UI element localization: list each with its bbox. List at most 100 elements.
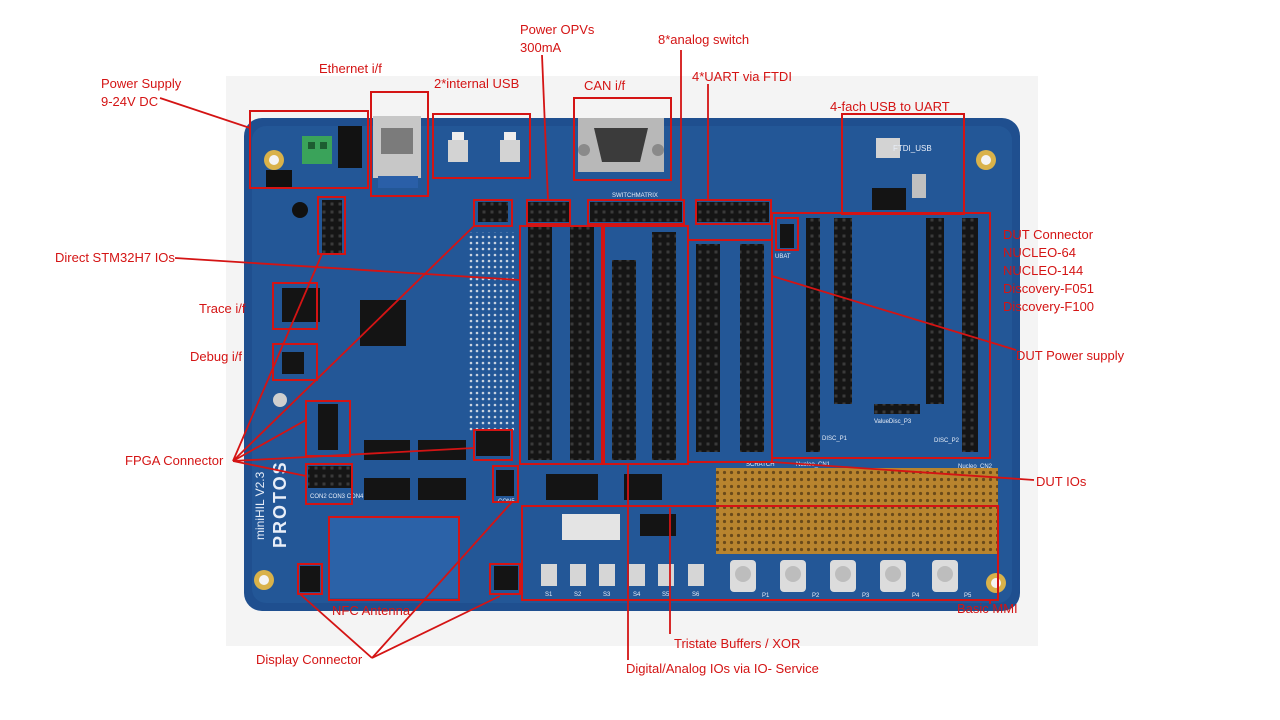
pot-p2-label: P2 [812,593,820,599]
label-ethernet: Ethernet i/f [319,61,382,76]
nucleo-cn2-silk: Nucleo_CN2 [958,464,993,470]
label-uart-ftdi: 4*UART via FTDI [692,69,792,84]
button-s6-label: S6 [692,592,700,598]
label-dut-connector-2: NUCLEO-64 [1003,245,1076,260]
buffer-chip-1 [364,440,410,460]
direct-io-header [322,200,342,254]
label-analog-switch: 8*analog switch [658,32,749,47]
tristate-chip-2 [624,474,662,500]
box-ethernet [370,91,429,197]
label-dut-connector-5: Discovery-F100 [1003,299,1094,314]
dut-header-2 [834,218,852,404]
button-s2 [570,564,586,586]
box-power-supply [249,110,369,189]
header-bank-1 [528,226,552,460]
box-debug [272,343,318,381]
label-power-supply-2: 9-24V DC [101,94,158,109]
label-dut-ios: DUT IOs [1036,474,1087,489]
box-display-1 [297,563,323,595]
brand-logo-text: PROTOS [270,460,290,548]
stm32h7-chip [360,300,406,346]
switchmatrix-header [590,202,682,222]
leader-lines [159,50,1035,660]
prototype-area [716,468,998,554]
annotation-labels: Power Supply 9-24V DC Ethernet i/f 2*int… [55,22,1125,676]
display-connector-2 [494,566,518,590]
ftdi-usb-port [876,138,900,158]
label-power-opvs-1: Power OPVs [520,22,595,37]
tristate-chip-1 [546,474,598,500]
box-opv [526,199,571,225]
box-display-2 [489,563,521,595]
pot-p5-label: P5 [964,593,972,599]
button-s4 [629,564,645,586]
label-power-supply-1: Power Supply [101,76,182,91]
ftdi-usb-silk: FTDI_USB [893,144,932,153]
dut-header-3 [926,218,944,404]
valuedisc-p3-silk: ValueDisc_P3 [874,419,912,425]
header-bank-6 [740,244,764,452]
label-basic-mmi: Basic MMI [957,601,1018,616]
disc-p1-silk: DISC_P1 [822,436,848,442]
disc-p2-silk: DISC_P2 [934,438,960,444]
buffer-chip-3 [364,478,410,500]
label-can: CAN i/f [584,78,626,93]
header-bank-2 [570,226,594,460]
pot-p3-label: P3 [862,593,870,599]
ftdi-chip [872,188,906,210]
label-digital-analog: Digital/Analog IOs via IO- Service [626,661,819,676]
label-power-opvs-2: 300mA [520,40,562,55]
usb-port-2 [500,140,520,162]
ubat-jumper [780,224,794,248]
label-debug: Debug i/f [190,349,242,364]
button-s4-label: S4 [633,592,641,598]
label-dut-connector-4: Discovery-F051 [1003,281,1094,296]
box-dut-connector [771,212,991,459]
display-connector-1 [300,566,320,592]
switchmatrix-silk: SWITCHMATRIX [612,193,658,199]
box-nfc [328,516,460,601]
box-switchmatrix [587,199,685,225]
annotation-boxes [249,91,999,601]
box-can [573,97,672,181]
board-model-text: miniHIL V2.3 [253,471,267,540]
box-direct-io [317,196,346,255]
label-direct-io: Direct STM32H7 IOs [55,250,175,265]
button-s3-label: S3 [603,592,611,598]
dut-header-1 [806,218,820,452]
dut-header-4 [962,218,978,452]
label-fpga: FPGA Connector [125,453,224,468]
box-power-jumper [775,217,799,251]
header-bank-4 [652,232,676,460]
header-bank-3 [612,260,636,460]
header-bank-5 [696,244,720,452]
usb-port-1 [448,140,468,162]
box-trace [272,282,318,330]
button-s3 [599,564,615,586]
label-tristate: Tristate Buffers / XOR [674,636,800,651]
label-internal-usb: 2*internal USB [434,76,519,91]
box-con5 [492,465,519,503]
opv-header [528,202,570,222]
scratch-silk: SCRATCH [746,462,775,468]
fpga-connector-1 [318,404,338,450]
dip-switch [640,514,676,536]
label-dut-connector-1: DUT Connector [1003,227,1094,242]
button-s1-label: S1 [545,592,553,598]
box-fpga-2 [473,199,513,227]
con-silk: CON2 CON3 CON4 [310,494,364,500]
label-nfc: NFC Antenna [332,603,411,618]
label-display: Display Connector [256,652,363,667]
led-bargraph [562,514,620,540]
debug-connector [282,352,304,374]
box-direct-io-banks [519,225,603,465]
box-internal-usb [432,113,531,179]
nfc-antenna-pad [328,518,458,598]
via-field [468,232,514,432]
buffer-chip-4 [418,478,466,500]
fpga-connector-3 [308,466,352,488]
button-s5-label: S5 [662,592,670,598]
power-terminal [302,136,332,164]
label-dut-connector-3: NUCLEO-144 [1003,263,1083,278]
